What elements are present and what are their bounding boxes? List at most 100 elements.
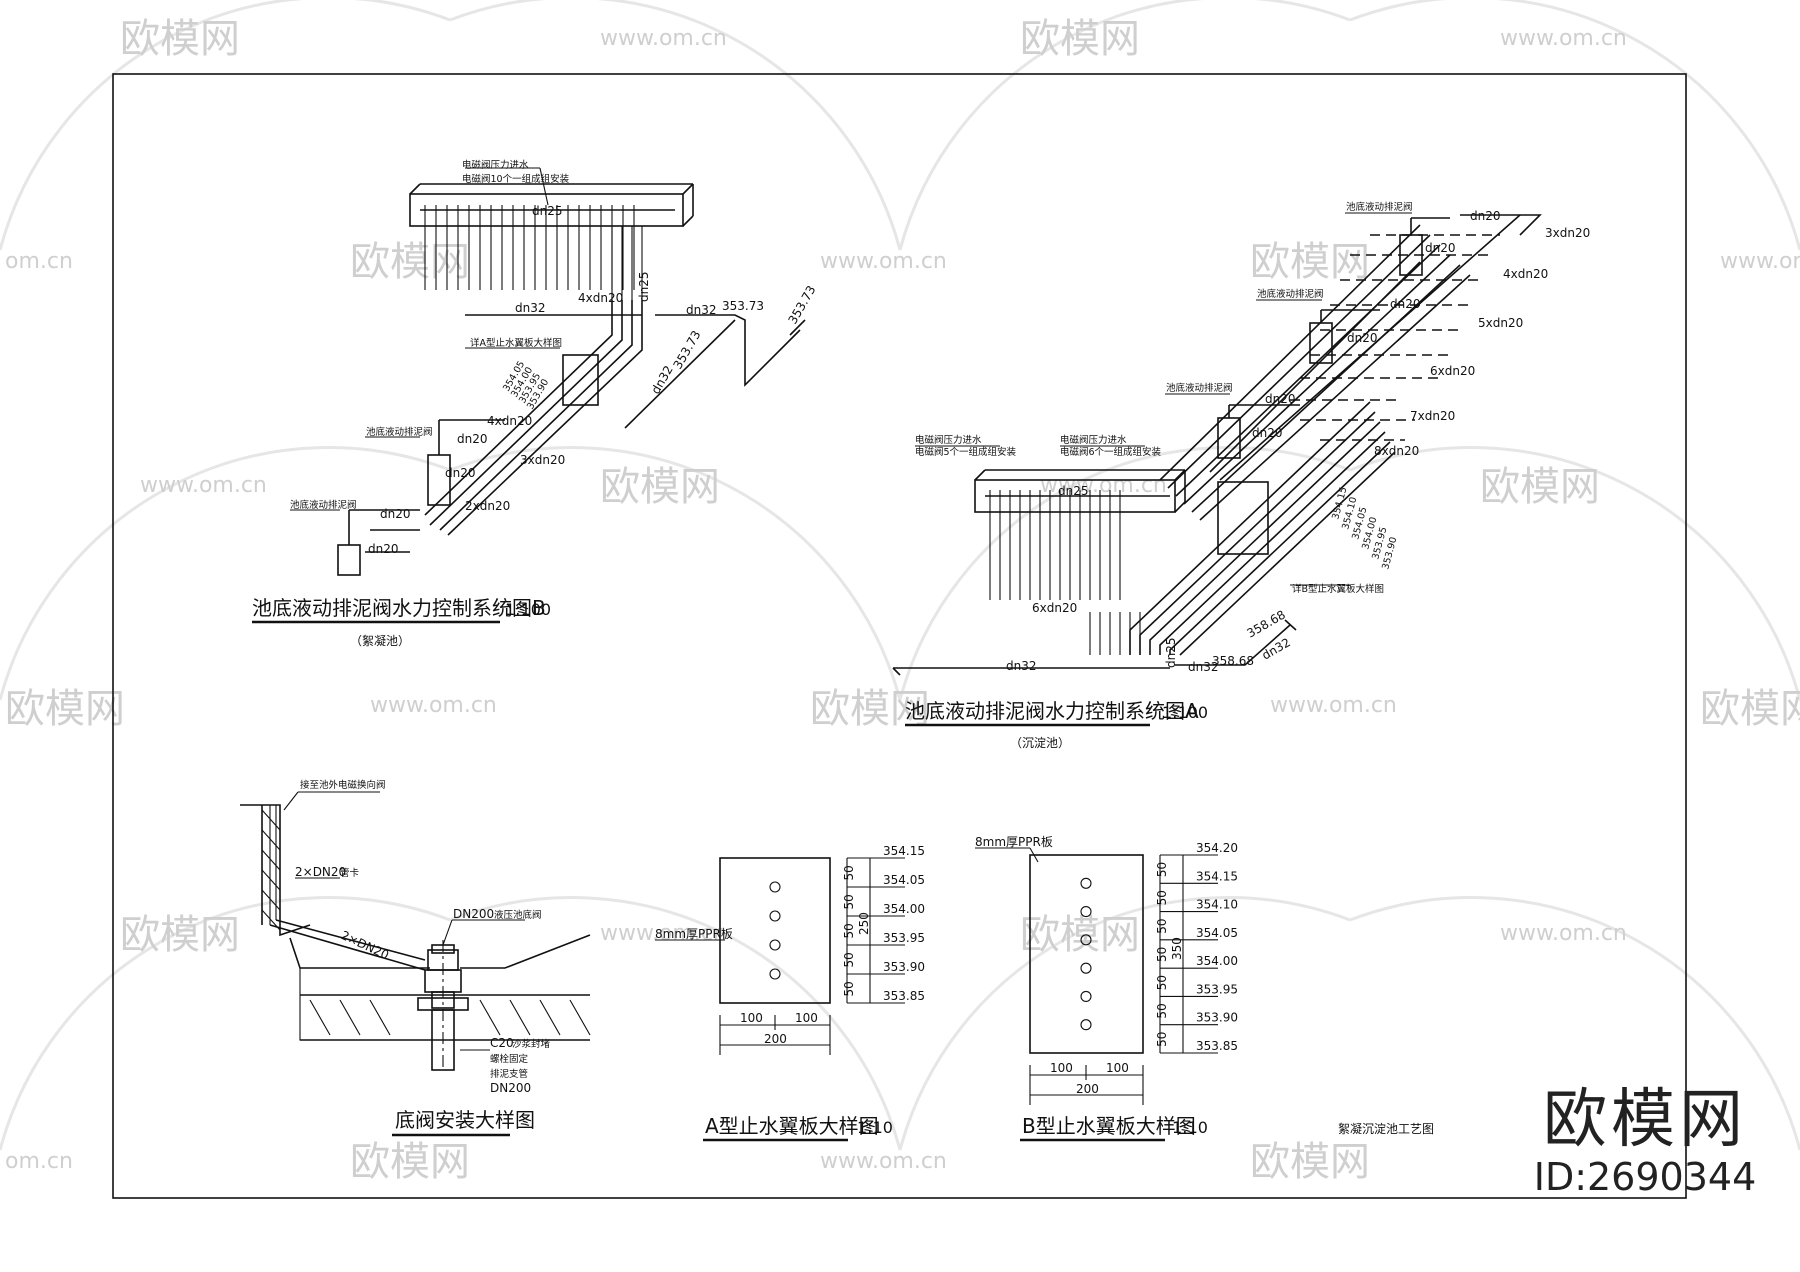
dim-label: 200 [1076,1082,1099,1096]
pipe-label: dn32 [1188,660,1219,674]
watermark-layer: 欧模网 www.om.cn 欧模网 www.om.cn om.cn 欧模网 ww… [0,0,1800,1185]
pipe-label: dn20 [1252,426,1283,440]
watermark-url: www.om.cn [140,473,267,498]
watermark-url: www.om.cn [1270,693,1397,718]
detail-ref: 详B型止水翼板大样图 [1292,583,1384,595]
watermark-url: www.om.cn [1500,921,1627,946]
pipe-label: dn20 [1265,392,1296,406]
watermark-logo: 欧模网 [600,464,720,510]
elevation: 358.68 [1245,607,1288,640]
diagram-title: 底阀安装大样图 [395,1108,535,1132]
callout: DN200 [490,1081,531,1095]
dim-label: 100 [740,1011,763,1025]
dim-spacing: 50 [1155,975,1169,990]
pipe-label: dn25 [532,204,563,218]
dim-label: 100 [795,1011,818,1025]
pipe-label: 4xdn20 [1503,267,1548,281]
pipe-label: dn32 [1006,659,1037,673]
elevation-label: 353.95 [883,931,925,945]
pipe-label: dn32 [1260,635,1293,662]
valve-label: 池底液动排泥阀 [290,499,357,511]
elevation: 353.73 [785,283,818,326]
dim-total: 250 [857,912,871,935]
mud-valve [427,419,505,506]
brand-id: ID:2690344 [1533,1155,1757,1199]
watermark-url: om.cn [5,1149,73,1174]
pipe-label: dn20 [1425,241,1456,255]
callout: 接至池外电磁换向阀 [300,779,386,791]
pipe-label: 4xdn20 [487,414,532,428]
pipe-label: dn20 [1347,331,1378,345]
elevation-label: 354.00 [883,902,925,916]
header-note: 电磁阀压力进水 [462,159,529,171]
watermark-logo: 欧模网 [120,912,240,958]
pipe-label: dn20 [380,507,411,521]
brand-watermark: 欧模网 ID:2690344 [1515,1085,1775,1199]
water-stop-plate-ref [1217,481,1269,555]
pipe-label: 4xdn20 [578,291,623,305]
valve-label: 池底液动排泥阀 [1346,201,1413,213]
pipe-label: dn25 [637,272,651,303]
dim-spacing: 50 [842,981,856,996]
detail-valve-install: 接至池外电磁换向阀 2×DN20 管卡 2×DN20 DN200 液压池底阀 C… [240,779,591,1137]
pipe-label: dn32 [686,303,717,317]
dim-label: 200 [764,1032,787,1046]
water-stop-plate-ref [562,354,599,406]
drawing-border [112,73,1687,1199]
elevation-label: 354.05 [883,873,925,887]
dropper-pipes [989,490,1141,655]
plate-hole [1080,962,1092,974]
elevation-label: 353.90 [883,960,925,974]
pipe-label: dn20 [1390,297,1421,311]
plate-outline [1029,854,1144,1054]
header-note: 电磁阀10个一组成组安装 [462,173,570,185]
diagram-title: B型止水翼板大样图 [1022,1114,1196,1138]
pipe-label: 3xdn20 [1545,226,1590,240]
pipe-label: dn20 [457,432,488,446]
dim-spacing: 50 [842,865,856,880]
diagram-b: 电磁阀压力进水 电磁阀10个一组成组安装 dn25 dn32 4xdn20 dn… [252,159,819,648]
watermark-logo: 欧模网 [1250,1139,1370,1185]
diagram-title: 池底液动排泥阀水力控制系统图B [252,596,546,620]
pipe-label: dn20 [368,542,399,556]
plate-hole [1080,934,1092,946]
mud-valve [1217,404,1300,459]
brand-logo: 欧模网 [1543,1083,1747,1157]
pipe-label: dn25 [1058,484,1089,498]
diagram-scale: 1:10 [857,1118,893,1137]
elevation-label: 354.15 [1196,869,1238,883]
callout: 螺栓固定 [490,1053,529,1065]
plate-hole [769,881,781,893]
elevation-label: 354.20 [1196,841,1238,855]
dim-spacing: 50 [842,923,856,938]
dim-spacing: 50 [1155,890,1169,905]
diagram-subtitle: （沉淀池） [1010,736,1070,750]
pipe-label: dn20 [445,466,476,480]
plate-material: 8mm厚PPR板 [655,927,733,941]
pipe-label: dn32 [648,363,675,396]
elevation: 353.73 [670,328,703,371]
elevation-label: 354.05 [1196,926,1238,940]
plate-outline [719,857,831,1004]
dim-spacing: 50 [842,952,856,967]
pipe-label: dn32 [515,301,546,315]
watermark-url: www.om.cn [820,249,947,274]
watermark-url: www.om.cn [1720,249,1800,274]
elevation-stack: 354.15 354.10 354.05 354.00 353.95 353.9… [1330,486,1399,571]
diagram-scale: 1:10 [1172,1118,1208,1137]
watermark-url: www.om.cn [370,693,497,718]
plate-material: 8mm厚PPR板 [975,835,1053,849]
callout: 液压池底阀 [494,909,542,921]
dim-spacing: 50 [842,894,856,909]
valve-label: 池底液动排泥阀 [1257,288,1324,300]
plate-hole [1080,906,1092,918]
mud-valve [1309,309,1380,364]
plate-hole [1080,990,1092,1002]
pipe-label: 8xdn20 [1374,444,1419,458]
callout: C20 [490,1036,514,1050]
dim-spacing: 50 [1155,918,1169,933]
elevation-label: 354.15 [883,844,925,858]
header-note: 电磁阀5个一组成组安装 [915,446,1017,458]
elevation-stack: 354.05 354.00 353.95 353.90 [501,359,551,411]
